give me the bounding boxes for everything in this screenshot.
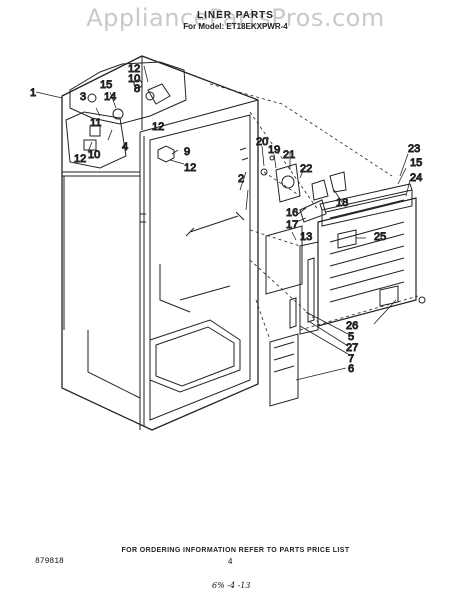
callout-10-left: 10	[88, 149, 100, 161]
callout-17: 17	[286, 219, 298, 231]
callout-18: 18	[336, 197, 348, 209]
callout-9: 9	[184, 146, 190, 158]
explode-lines	[209, 83, 419, 341]
callout-20: 20	[256, 136, 268, 148]
callout-2: 2	[238, 173, 244, 185]
callout-7: 7	[348, 353, 354, 365]
callout-11: 11	[90, 117, 101, 129]
callout-6: 6	[348, 363, 354, 375]
center-bracket	[157, 145, 249, 237]
callout-16: 16	[286, 207, 298, 219]
document-code: 879818	[35, 557, 64, 566]
callout-1: 1	[30, 87, 36, 99]
callout-5: 5	[348, 331, 354, 343]
liner-cabinet	[61, 55, 259, 431]
callout-12-mid: 12	[152, 121, 164, 133]
evaporator-cover	[289, 183, 426, 335]
callout-26: 26	[346, 320, 358, 332]
callout-22: 22	[300, 163, 312, 175]
handwritten-note: 6% -4 -13	[212, 581, 251, 590]
callout-15-top: 15	[100, 79, 112, 91]
callout-14: 14	[104, 91, 116, 103]
callout-10-top: 10	[128, 73, 140, 85]
callout-21: 21	[283, 149, 295, 161]
ordering-note: FOR ORDERING INFORMATION REFER TO PARTS …	[121, 547, 350, 554]
callout-13: 13	[300, 231, 312, 243]
page-number: 4	[228, 557, 233, 566]
callout-4: 4	[122, 141, 128, 153]
callout-12-bracket: 12	[184, 162, 196, 174]
model-subtitle: For Model: ET18EKXPWR-4	[183, 22, 288, 31]
callout-27: 27	[346, 342, 358, 354]
page-title: LINER PARTS	[197, 10, 274, 21]
control-housing	[65, 61, 187, 169]
callout-8: 8	[134, 83, 140, 95]
leader-lines	[35, 65, 411, 381]
callout-3: 3	[80, 91, 86, 103]
callout-19: 19	[268, 144, 280, 156]
callout-23: 23	[408, 143, 420, 155]
callout-15-right: 15	[410, 157, 422, 169]
callout-12-top: 12	[128, 63, 140, 75]
watermark-text: AppliancePartsPros.com	[86, 4, 385, 32]
callout-25: 25	[374, 231, 386, 243]
callout-labels: 1 12 10 15 8 14 3 11 4 10 12 12 9 12 20 …	[30, 63, 423, 376]
callout-24: 24	[410, 172, 422, 184]
duct-panels	[265, 225, 303, 407]
callout-12-left: 12	[74, 153, 86, 165]
